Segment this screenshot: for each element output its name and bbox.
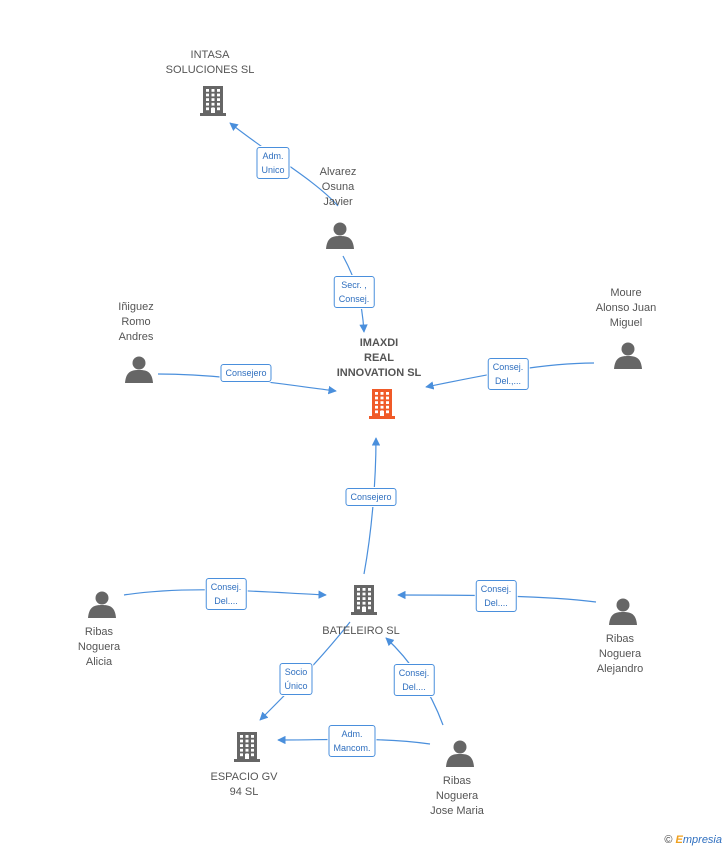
node-label-line: Osuna — [321, 181, 355, 193]
node-label-line: Ribas — [84, 626, 114, 638]
person-icon[interactable] — [446, 740, 474, 768]
node-label-line: INTASA — [190, 49, 230, 61]
edge-label-line: Adm. — [341, 729, 363, 739]
node-label-line: SOLUCIONES SL — [165, 64, 255, 76]
node-label-line: Moure — [610, 287, 642, 299]
node-label-line: Noguera — [435, 790, 479, 802]
building-icon[interactable] — [200, 86, 226, 116]
node-label-line: REAL — [364, 352, 394, 364]
edge-line-alvarez-to-intasa — [229, 122, 339, 207]
node-label-line: Alicia — [85, 656, 113, 668]
edge-label-ribas_jose-to-bateleiro[interactable]: Consej. Del.... — [393, 664, 435, 696]
node-label-espacio[interactable]: ESPACIO GV 94 SL — [210, 770, 277, 800]
edge-line-bateleiro-to-imaxdi — [363, 437, 381, 575]
node-label-line: INNOVATION SL — [336, 367, 422, 379]
edge-label-iniguez-to-imaxdi[interactable]: Consejero — [220, 364, 272, 382]
building-icon[interactable] — [351, 585, 377, 615]
node-label-bateleiro[interactable]: BATELEIRO SL — [322, 624, 399, 639]
edge-label-line: Consej. — [480, 584, 512, 594]
brand-logo-text: mpresia — [682, 834, 722, 846]
edge-label-line: Único — [284, 681, 308, 691]
node-label-line: Andres — [118, 331, 154, 343]
edge-label-line: Consejero — [225, 368, 267, 378]
node-label-line: Jose Maria — [430, 805, 484, 817]
node-label-line: Ribas — [442, 775, 472, 787]
edge-label-ribas_alejandro-to-bateleiro[interactable]: Consej. Del.... — [475, 580, 517, 612]
edge-label-bateleiro-to-imaxdi[interactable]: Consejero — [345, 488, 397, 506]
edge-label-alvarez-to-imaxdi[interactable]: Secr. , Consej. — [333, 276, 375, 308]
edge-label-line: Del.... — [402, 682, 426, 692]
copyright-symbol: © — [664, 834, 673, 846]
person-icon[interactable] — [614, 342, 642, 370]
node-label-line: ESPACIO GV — [210, 771, 278, 783]
edge-label-line: Socio — [284, 667, 308, 677]
edge-label-moure-to-imaxdi[interactable]: Consej. Del.,... — [487, 358, 529, 390]
node-label-line: Javier — [323, 196, 353, 208]
edge-label-line: Consej. — [492, 362, 524, 372]
person-icon[interactable] — [125, 356, 153, 384]
building-icon[interactable] — [234, 732, 260, 762]
person-icon[interactable] — [326, 222, 354, 250]
person-icon[interactable] — [88, 591, 116, 619]
node-label-line: Miguel — [609, 317, 643, 329]
person-icon[interactable] — [609, 598, 637, 626]
node-label-line: 94 SL — [229, 786, 259, 798]
node-label-line: Alvarez — [319, 166, 357, 178]
node-label-line: Iñiguez — [118, 301, 154, 313]
node-label-line: Noguera — [598, 648, 642, 660]
edge-label-ribas_alicia-to-bateleiro[interactable]: Consej. Del.... — [205, 578, 247, 610]
node-label-line: Ribas — [605, 633, 635, 645]
edge-label-line: Del.,... — [494, 376, 522, 386]
node-label-line: Noguera — [77, 641, 121, 653]
edge-label-line: Consej. — [210, 582, 242, 592]
edge-label-line: Consej. — [398, 668, 430, 678]
node-label-imaxdi[interactable]: IMAXDI REAL INNOVATION SL — [337, 336, 422, 381]
node-label-line: Alonso Juan — [595, 302, 657, 314]
edges-layer — [123, 122, 597, 745]
edge-label-line: Del.... — [484, 598, 508, 608]
node-label-intasa[interactable]: INTASA SOLUCIONES SL — [166, 48, 255, 78]
building-icon-main[interactable] — [369, 389, 395, 419]
node-label-line: IMAXDI — [359, 337, 399, 349]
edge-label-ribas_jose-to-espacio[interactable]: Adm. Mancom. — [328, 725, 376, 757]
node-label-line: BATELEIRO SL — [322, 625, 400, 637]
brand-logo: © Empresia — [664, 834, 722, 846]
edge-label-line: Consejero — [350, 492, 392, 502]
brand-logo-initial: E — [675, 834, 683, 846]
edge-label-line: Consej. — [338, 294, 370, 304]
icons-layer — [88, 86, 642, 767]
node-label-line: Alejandro — [596, 663, 644, 675]
edge-label-line: Mancom. — [333, 743, 371, 753]
edge-label-line: Unico — [261, 165, 285, 175]
edge-label-line: Secr. , — [341, 280, 367, 290]
edge-label-line: Adm. — [262, 151, 284, 161]
edge-label-line: Del.... — [214, 596, 238, 606]
edge-label-alvarez-to-intasa[interactable]: Adm. Unico — [256, 147, 290, 179]
node-label-line: Romo — [121, 316, 151, 328]
